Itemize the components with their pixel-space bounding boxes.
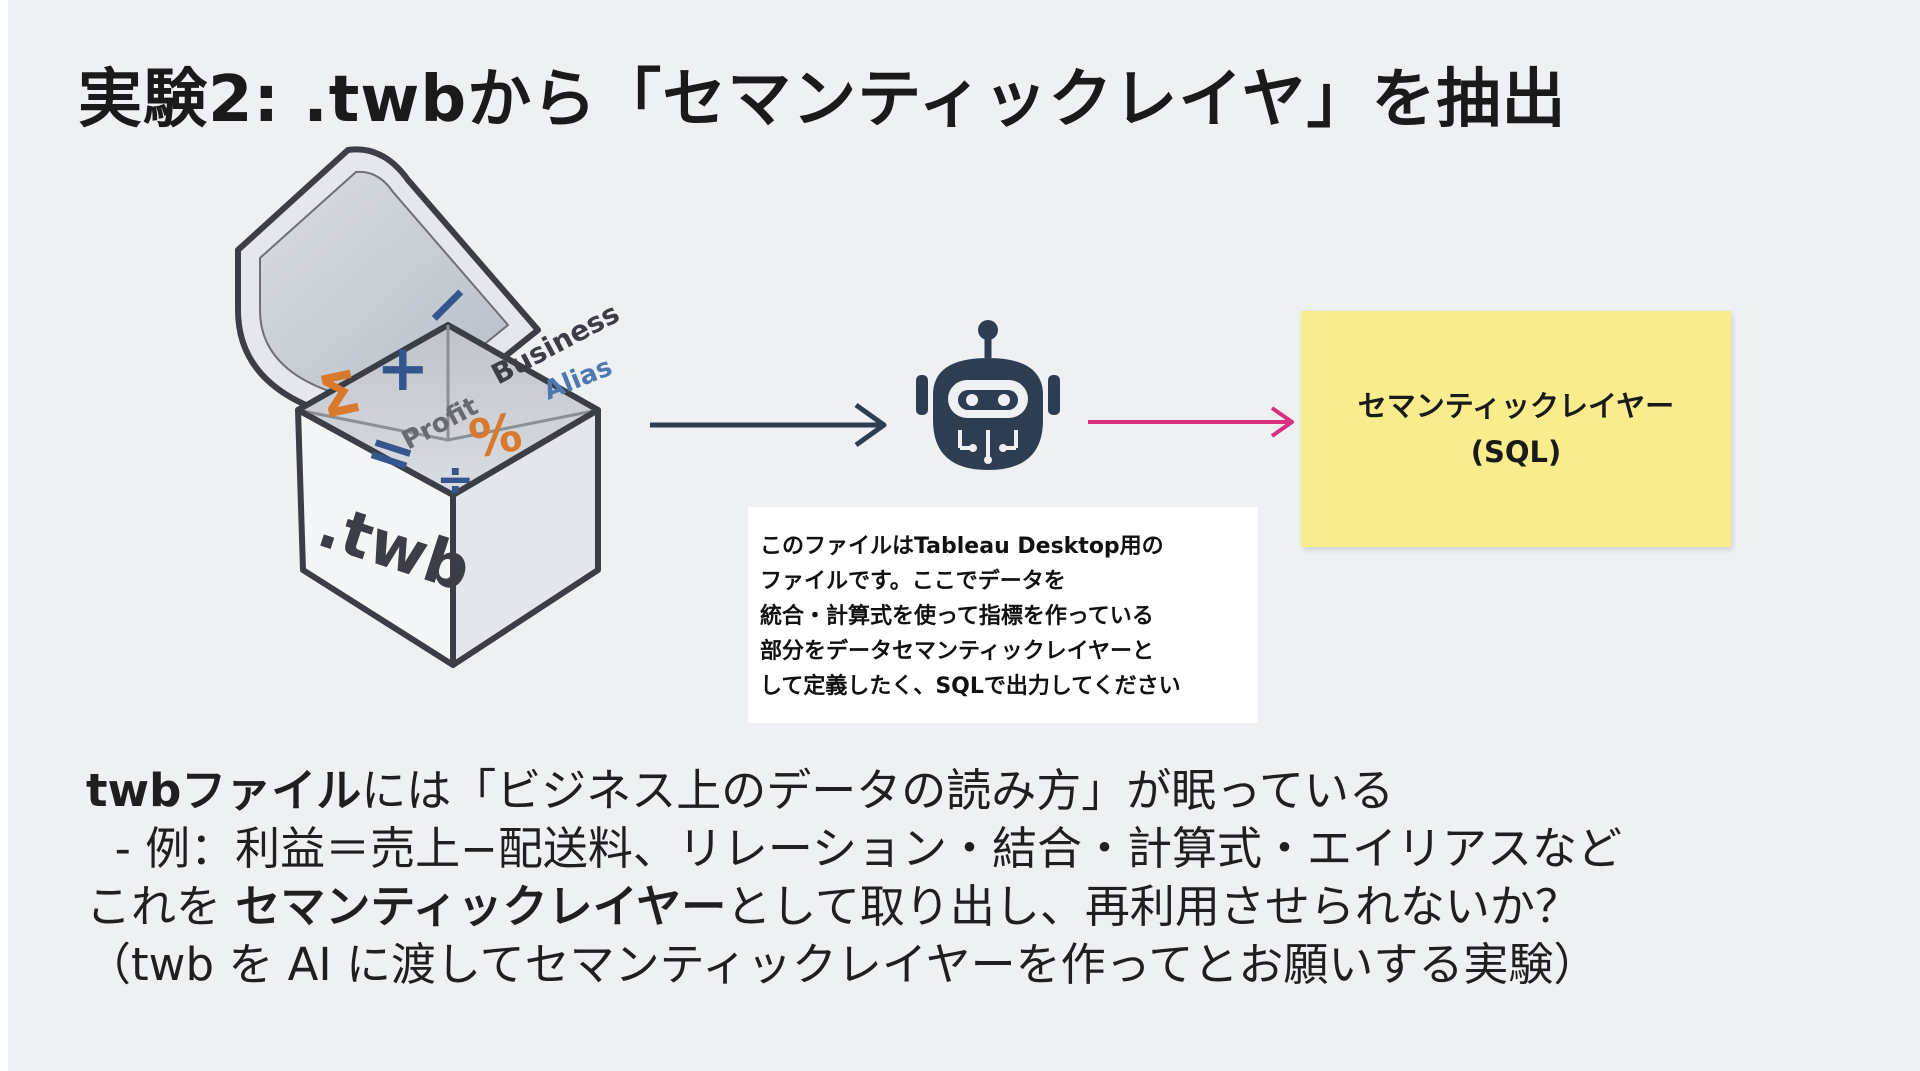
body-line-3: これを セマンティックレイヤーとして取り出し、再利用させられないか？: [86, 878, 1622, 936]
body-text: twbファイルには「ビジネス上のデータの読み方」が眠っている - 例：利益＝売上…: [86, 762, 1622, 994]
arrow-robot-to-sticky: [1088, 406, 1294, 438]
body-line-3-pre: これを: [86, 880, 236, 933]
twb-file-emphasis: twbファイル: [86, 764, 362, 817]
plus-icon: +: [376, 332, 430, 406]
twb-box-illustration: Σ + = − % ÷ Profit Business Alias .twb: [235, 146, 625, 668]
slide-title: 実験2: .twbから「セマンティックレイヤ」を抽出: [78, 63, 1567, 137]
sticky-subtitle: (SQL): [1470, 435, 1562, 469]
robot-ai-icon: [916, 320, 1060, 470]
slide: 実験2: .twbから「セマンティックレイヤ」を抽出 Σ +: [8, 0, 1920, 1071]
prompt-text-box: このファイルはTableau Desktop用の ファイルです。ここでデータを …: [748, 507, 1258, 723]
semantic-layer-emphasis: セマンティックレイヤー: [235, 880, 727, 933]
body-line-3-post: として取り出し、再利用させられないか？: [726, 880, 1580, 933]
prompt-line: 部分をデータセマンティックレイヤーと: [760, 639, 1155, 664]
prompt-line: ファイルです。ここでデータを: [760, 569, 1066, 594]
body-line-1: twbファイルには「ビジネス上のデータの読み方」が眠っている: [86, 762, 1622, 820]
prompt-line: 統合・計算式を使って指標を作っている: [760, 604, 1154, 629]
body-line-1-rest: には「ビジネス上のデータの読み方」が眠っている: [361, 764, 1395, 817]
semantic-layer-sticky-note: セマンティックレイヤー (SQL): [1301, 311, 1731, 547]
body-line-4: （twb を AI に渡してセマンティックレイヤーを作ってとお願いする実験）: [86, 938, 1599, 991]
sticky-title: セマンティックレイヤー: [1357, 389, 1675, 423]
divide-icon: ÷: [436, 452, 475, 506]
percent-icon: %: [465, 403, 527, 471]
prompt-line: して定義したく、SQLで出力してください: [760, 674, 1181, 699]
prompt-line: このファイルはTableau Desktop用の: [760, 534, 1164, 559]
body-line-2: - 例：利益＝売上−配送料、リレーション・結合・計算式・エイリアスなど: [86, 822, 1622, 875]
